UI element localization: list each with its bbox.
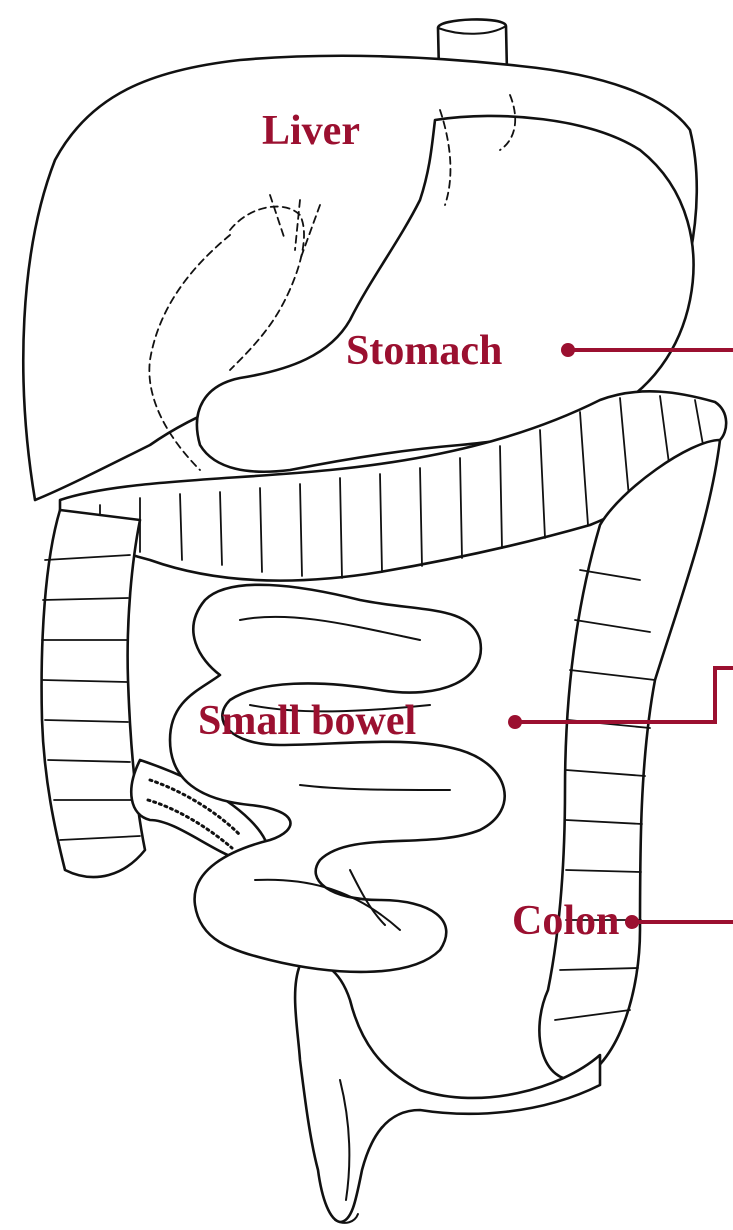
colon-leader-dot xyxy=(625,915,639,929)
ascending-colon xyxy=(42,510,145,877)
stomach-label: Stomach xyxy=(346,330,502,372)
colon-label: Colon xyxy=(512,900,619,942)
small-bowel-label: Small bowel xyxy=(198,700,416,742)
small-bowel-leader-dot xyxy=(508,715,522,729)
descending-colon xyxy=(539,440,720,1080)
liver-label: Liver xyxy=(262,110,360,152)
stomach-leader-dot xyxy=(561,343,575,357)
small-bowel xyxy=(170,585,505,972)
